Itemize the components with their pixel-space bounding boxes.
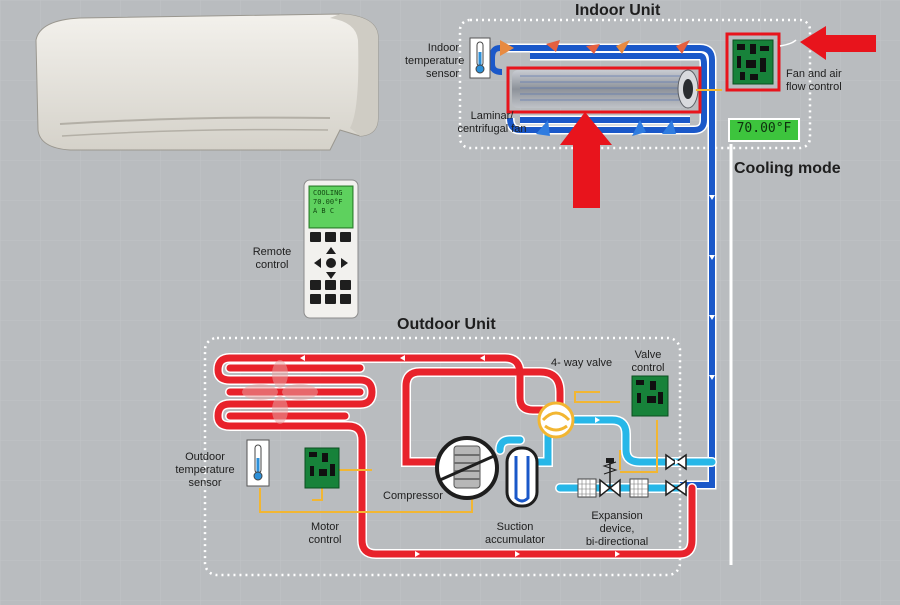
flow-direction-markers: [300, 195, 715, 557]
motor-control-label: Motor control: [308, 521, 342, 546]
fan-control-leader: [779, 39, 797, 47]
outdoor-unit-title: Outdoor Unit: [397, 316, 496, 333]
fan-highlight-arrow: [560, 112, 612, 208]
remote-screen: COOLING 70.00°F A B C: [310, 187, 352, 227]
condenser-coil-pipe: [212, 353, 697, 559]
outdoor-sensor-label: Outdoor temperature sensor: [175, 451, 235, 489]
outdoor-unit-outline: [203, 336, 682, 577]
indoor-temperature-display: 70.00°F: [728, 118, 800, 142]
warm-air-arrows: [500, 40, 690, 56]
motor-control-pcb-icon: [304, 447, 340, 489]
indoor-sensor-label: Indoor temperature sensor: [405, 42, 465, 80]
fan-control-label: Fan and air flow control: [786, 68, 842, 93]
outdoor-thermometer-icon: [246, 439, 270, 487]
four-way-valve-label: 4- way valve: [551, 357, 613, 369]
compressor-icon: [435, 436, 499, 500]
suction-accumulator-icon: [505, 446, 539, 508]
mode-label: Cooling mode: [734, 160, 841, 177]
valve-control-pcb-icon: [631, 375, 669, 417]
pcb-highlight-arrow: [800, 26, 876, 60]
suction-accumulator-label: Suction accumulator: [485, 521, 545, 546]
compressor-label: Compressor: [383, 490, 443, 502]
expansion-device-icon: [577, 458, 649, 498]
four-way-valve-icon: [537, 401, 575, 439]
indoor-unit-title: Indoor Unit: [575, 2, 661, 19]
fan-label: Laminar/ centrifugal fan: [457, 110, 527, 135]
air-conditioner-illustration: [35, 13, 379, 151]
valve-control-label: Valve control: [631, 349, 665, 374]
indoor-thermometer-icon: [469, 37, 491, 79]
indoor-coil-pipe: [489, 43, 717, 490]
laminar-fan: [506, 66, 702, 114]
fan-control-pcb-icon: [725, 32, 781, 92]
expansion-device-label: Expansion device, bi-directional: [585, 510, 649, 548]
remote-label: Remote control: [252, 246, 292, 271]
